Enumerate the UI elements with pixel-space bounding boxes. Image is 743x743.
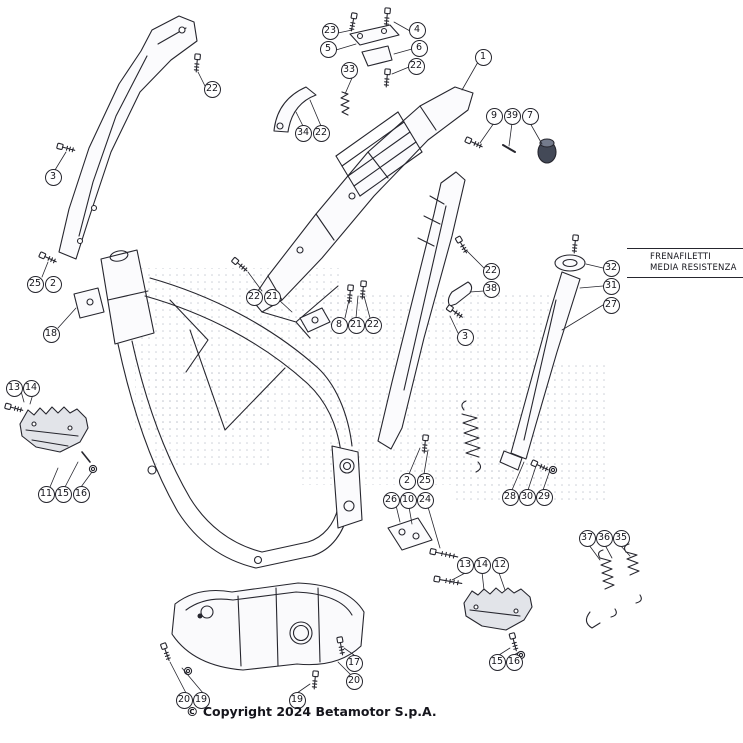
right-footpeg	[463, 587, 533, 631]
callout-25: 25	[416, 472, 434, 490]
fasteners	[4, 7, 580, 690]
callout-33: 33	[340, 61, 358, 79]
callout-19: 19	[192, 691, 210, 709]
callout-2: 2	[44, 275, 62, 293]
callout-31: 31	[602, 277, 620, 295]
callout-7: 7	[521, 107, 539, 125]
callout-16: 16	[72, 485, 90, 503]
callout-6: 6	[410, 39, 428, 57]
callout-3: 3	[456, 328, 474, 346]
callout-28: 28	[501, 488, 519, 506]
side-stand	[499, 254, 586, 471]
note-line-2: MEDIA RESISTENZA	[650, 263, 737, 273]
callout-22: 22	[245, 288, 263, 306]
callout-11: 11	[37, 485, 55, 503]
callout-10: 10	[399, 491, 417, 509]
callout-22: 22	[407, 57, 425, 75]
callout-34: 34	[294, 124, 312, 142]
callout-20: 20	[175, 691, 193, 709]
callout-36: 36	[595, 529, 613, 547]
callout-19: 19	[288, 691, 306, 709]
callout-8: 8	[330, 316, 348, 334]
callout-25: 25	[26, 275, 44, 293]
callout-22: 22	[482, 262, 500, 280]
callout-21: 21	[263, 288, 281, 306]
callout-22: 22	[312, 124, 330, 142]
callout-17: 17	[345, 654, 363, 672]
callout-3: 3	[44, 168, 62, 186]
callout-13: 13	[456, 556, 474, 574]
callout-14: 14	[22, 379, 40, 397]
callout-2: 2	[398, 472, 416, 490]
callout-4: 4	[408, 21, 426, 39]
callout-38: 38	[482, 280, 500, 298]
top-right-hardware	[464, 136, 557, 164]
callout-23: 23	[321, 22, 339, 40]
callout-15: 15	[54, 485, 72, 503]
callout-21: 21	[347, 316, 365, 334]
callout-26: 26	[382, 491, 400, 509]
callout-27: 27	[602, 296, 620, 314]
callout-37: 37	[578, 529, 596, 547]
callout-5: 5	[319, 40, 337, 58]
callout-22: 22	[203, 80, 221, 98]
callout-32: 32	[602, 259, 620, 277]
thread-locker-note: FRENAFILETTI MEDIA RESISTENZA	[627, 248, 743, 278]
bottom-right-springs	[585, 543, 642, 629]
callout-12: 12	[491, 556, 509, 574]
stand-bracket-arm	[273, 86, 317, 133]
callout-29: 29	[535, 488, 553, 506]
callout-1: 1	[474, 48, 492, 66]
left-bracket	[73, 287, 105, 319]
callout-35: 35	[612, 529, 630, 547]
top-bracket	[349, 24, 400, 67]
callout-30: 30	[518, 488, 536, 506]
main-frame	[100, 249, 363, 569]
callout-14: 14	[473, 556, 491, 574]
callout-13: 13	[5, 379, 23, 397]
stand-spring	[461, 400, 482, 473]
rear-subframe	[251, 86, 474, 339]
leader-lines	[18, 21, 631, 694]
callout-24: 24	[416, 491, 434, 509]
callout-39: 39	[503, 107, 521, 125]
callout-22: 22	[364, 316, 382, 334]
callout-15: 15	[488, 653, 506, 671]
lower-bracket	[387, 517, 433, 551]
callout-20: 20	[345, 672, 363, 690]
left-footpeg	[19, 406, 91, 463]
callout-9: 9	[485, 107, 503, 125]
right-side-rail	[377, 171, 466, 450]
callout-18: 18	[42, 325, 60, 343]
copyright-text: © Copyright 2024 Betamotor S.p.A.	[186, 704, 437, 719]
skid-plate	[171, 582, 365, 671]
callout-16: 16	[505, 653, 523, 671]
note-line-1: FRENAFILETTI	[650, 252, 711, 262]
left-subframe-rail	[58, 15, 198, 260]
